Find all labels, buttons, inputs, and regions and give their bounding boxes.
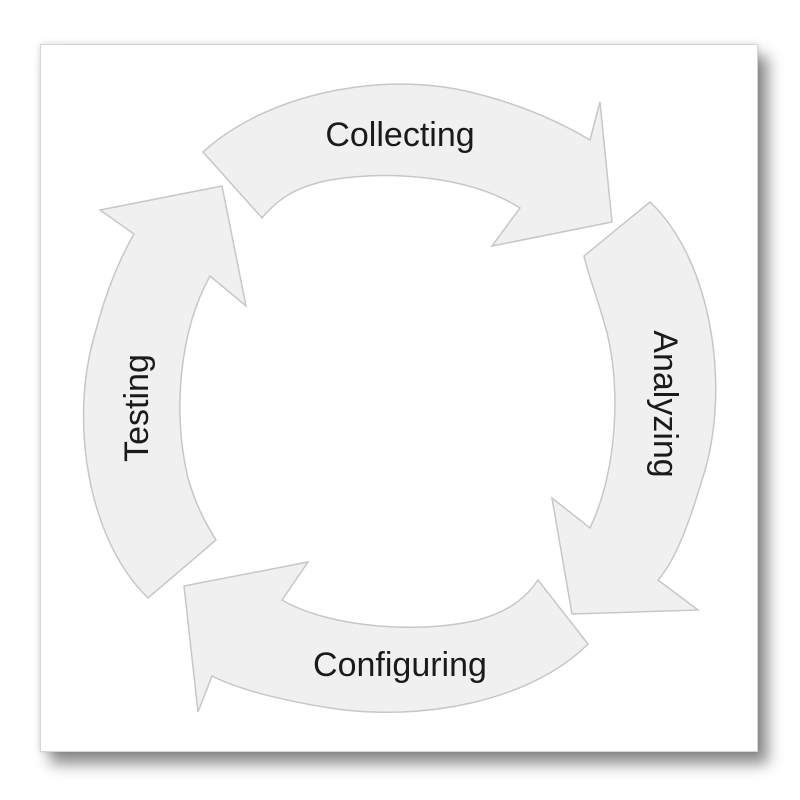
arrow-testing <box>82 185 248 600</box>
arrow-analyzing <box>550 201 717 615</box>
label-collecting: Collecting <box>325 116 474 154</box>
label-configuring: Configuring <box>313 646 487 684</box>
arrow-collecting <box>201 83 613 248</box>
arrow-configuring <box>183 560 589 713</box>
label-testing: Testing <box>118 354 156 462</box>
label-analyzing: Analyzing <box>646 330 684 477</box>
